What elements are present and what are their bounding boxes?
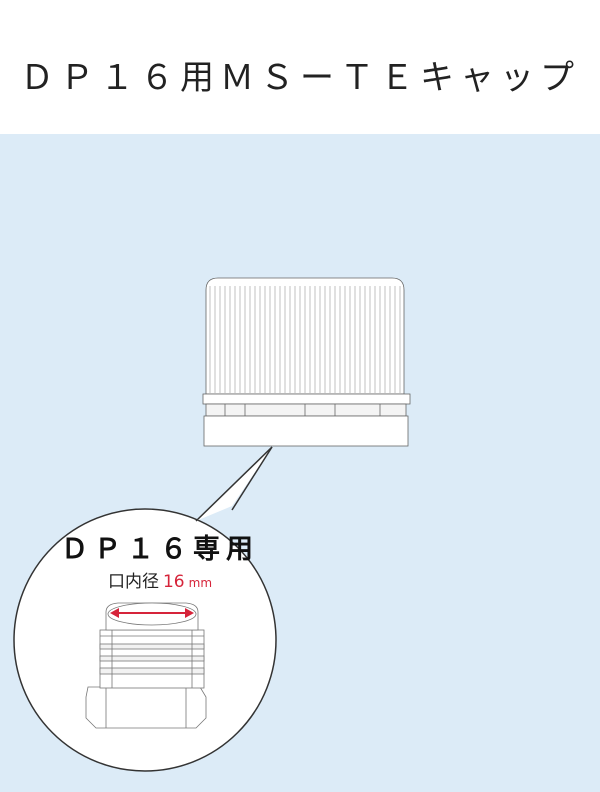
inner-diameter-label: 口内径 (107, 572, 159, 592)
inner-diameter-unit: mm (188, 576, 213, 590)
callout-product-label: ＤＰ１６専用 (61, 534, 259, 565)
page-header: ＤＰ１６用ＭＳーＴＥキャップ (0, 0, 600, 134)
neck-drawing (85, 602, 207, 729)
cap-drawing (202, 277, 411, 447)
diameter-arrow (110, 608, 194, 618)
page-title: ＤＰ１６用ＭＳーＴＥキャップ (20, 58, 580, 98)
inner-diameter-value: 16 (162, 572, 185, 592)
